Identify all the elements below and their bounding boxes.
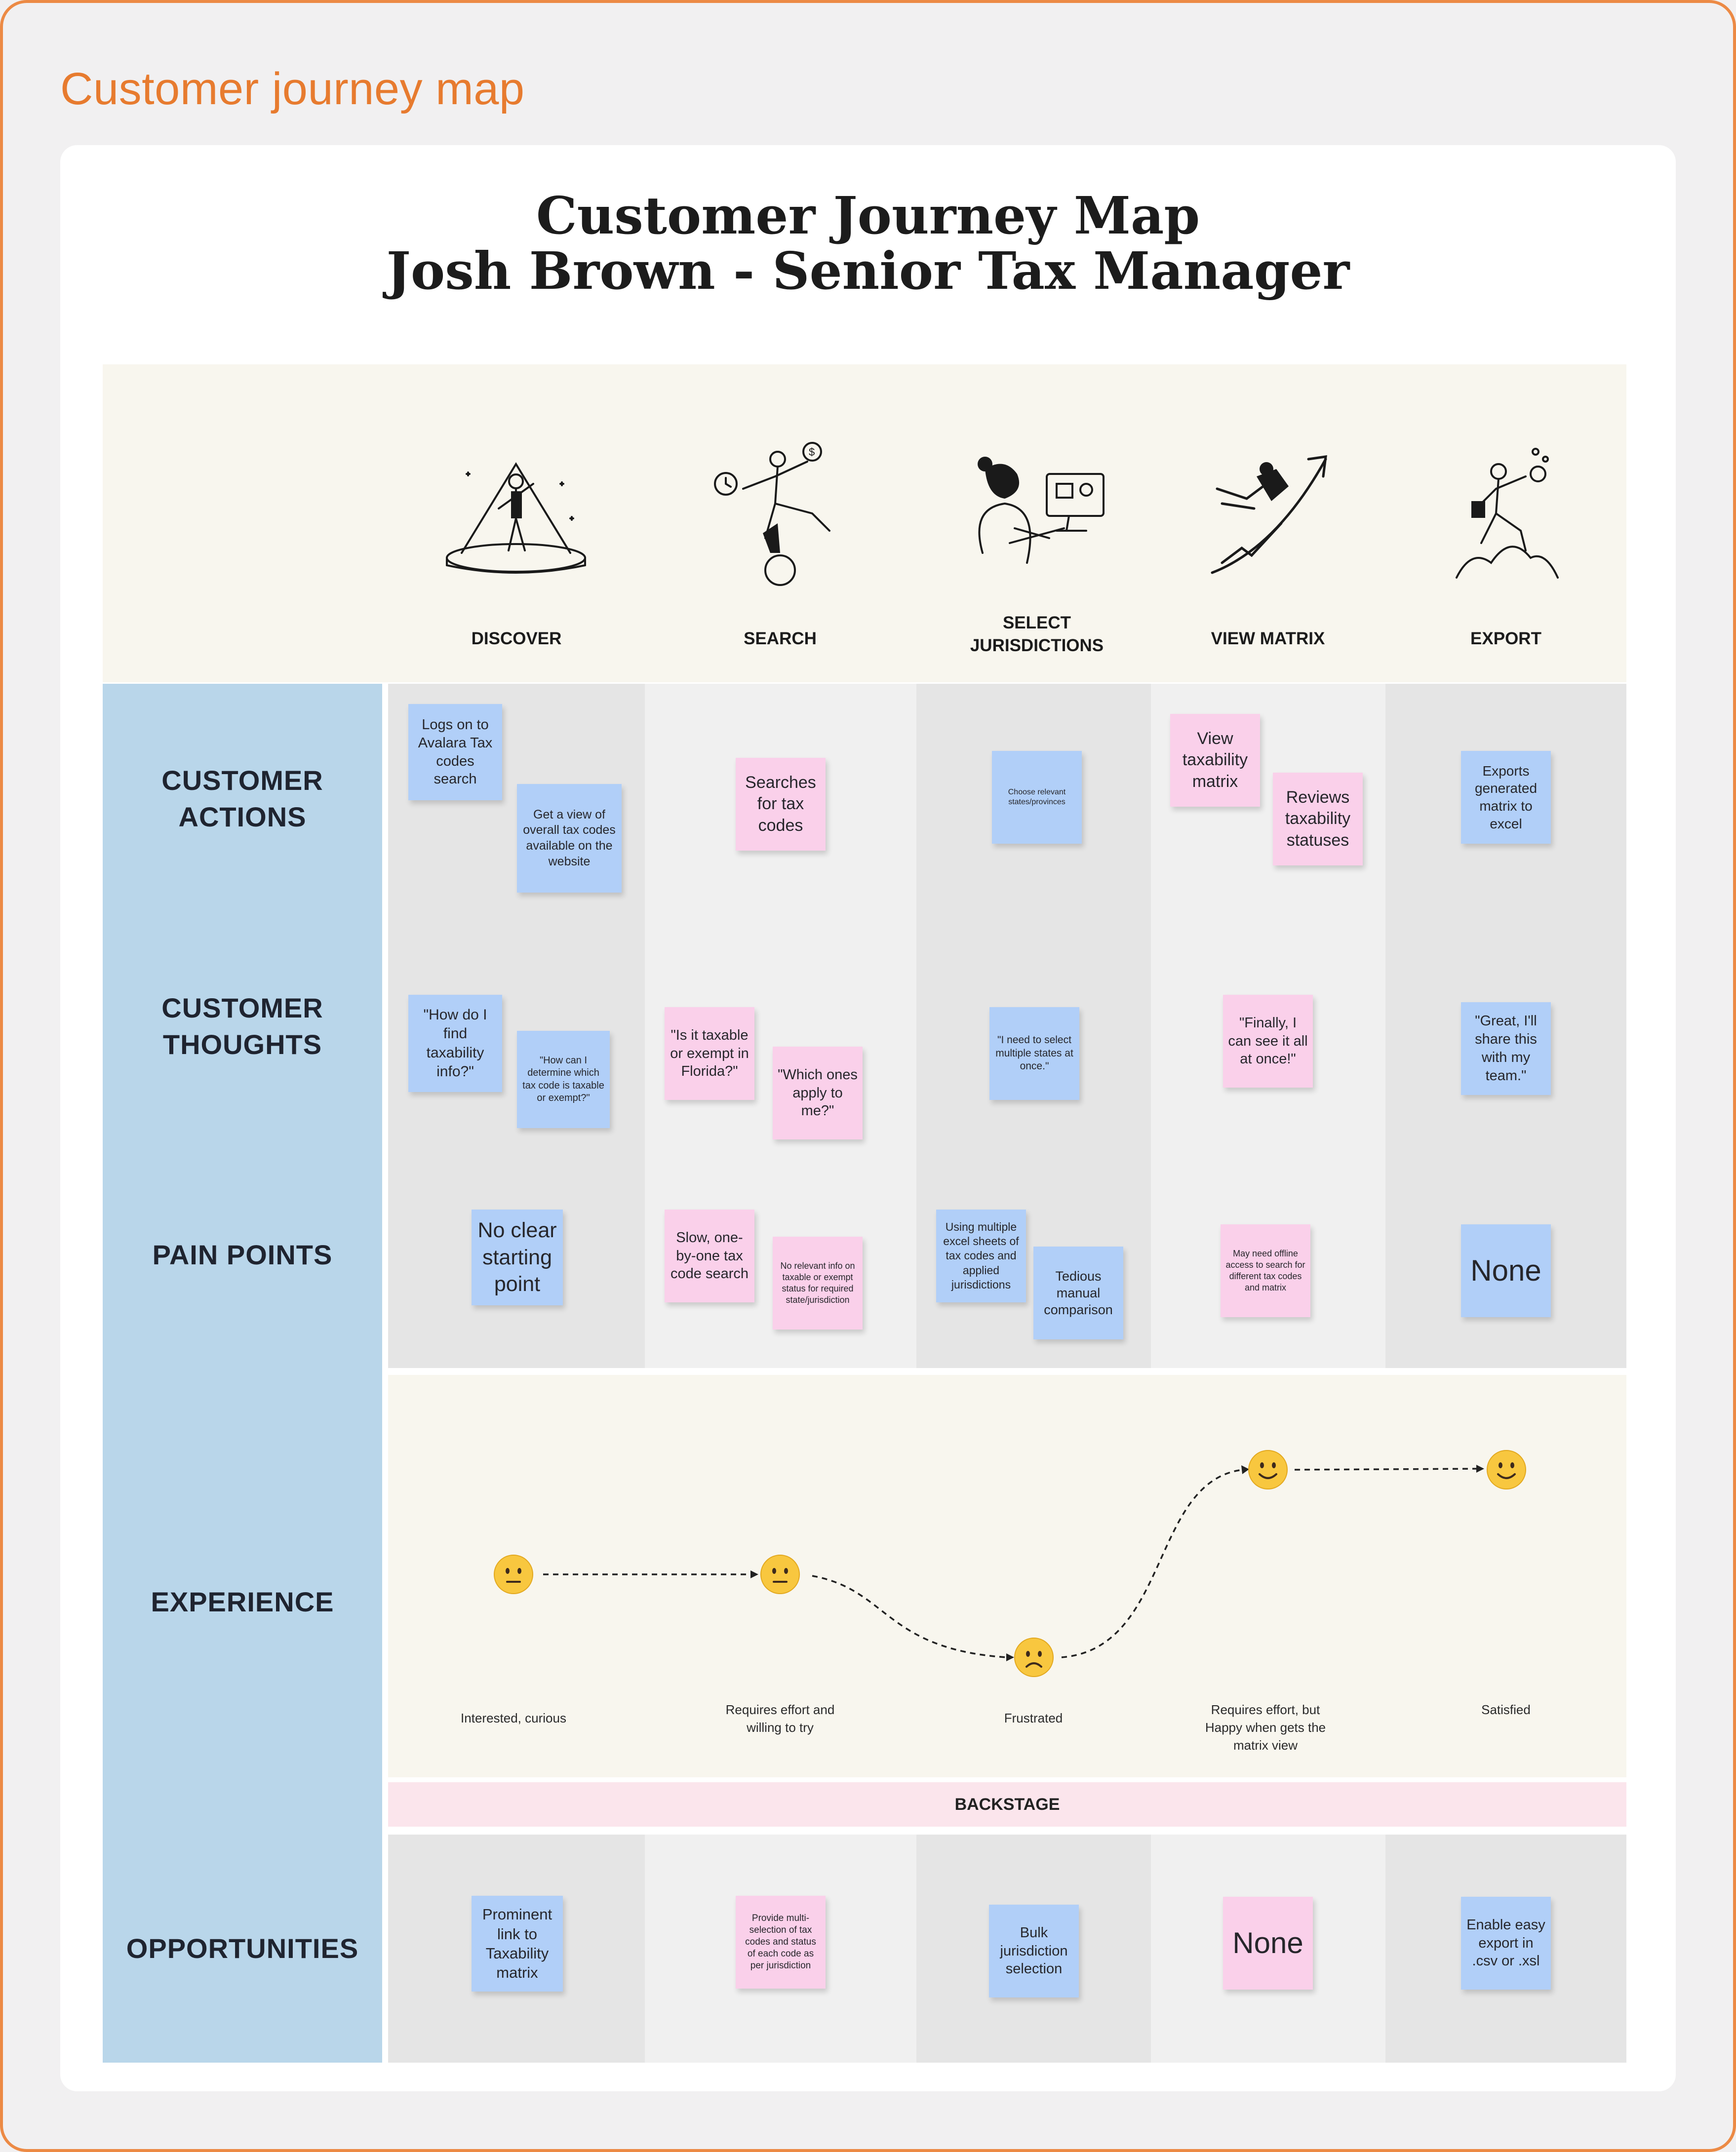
sticky-note: Enable easy export in .csv or .xsl: [1461, 1897, 1551, 1990]
svg-text:$: $: [809, 446, 815, 458]
stage-label-select: SELECT: [1002, 613, 1071, 632]
experience-label: Requires effort, but Happy when gets the…: [1205, 1702, 1326, 1753]
sticky-note: Choose relevant states/provinces: [992, 751, 1082, 844]
stage-header-band: [103, 364, 1626, 682]
experience-band: [388, 1375, 1626, 1777]
sticky-note: Bulk jurisdiction selection: [989, 1905, 1079, 1997]
sticky-note: No clear starting point: [472, 1210, 563, 1305]
sticky-note: "Great, I'll share this with my team.": [1461, 1002, 1551, 1095]
sticky-note: Exports generated matrix to excel: [1461, 751, 1551, 844]
person-flying-arrow-illustration: [1211, 455, 1327, 574]
map-title: Customer Journey Map: [536, 185, 1200, 246]
row-label-customer-thoughts: CUSTOMER THOUGHTS: [103, 990, 382, 1063]
sticky-note: "How can I determine which tax code is t…: [517, 1031, 610, 1128]
sticky-note: Provide multi-selection of tax codes and…: [736, 1896, 826, 1989]
sticky-note: None: [1461, 1224, 1551, 1317]
sticky-note: Using multiple excel sheets of tax codes…: [936, 1210, 1026, 1302]
person-balancing-clock-coin-illustration: $: [714, 442, 830, 586]
sticky-note: "Finally, I can see it all at once!": [1223, 995, 1313, 1088]
sticky-note: No relevant info on taxable or exempt st…: [773, 1237, 863, 1330]
stage-label-view-matrix: VIEW MATRIX: [1211, 629, 1325, 648]
sticky-note: Slow, one-by-one tax code search: [665, 1210, 754, 1302]
row-label-column: [103, 684, 382, 2063]
person-climbing-mountain-illustration: [1456, 448, 1559, 579]
row-label-customer-actions: CUSTOMER ACTIONS: [103, 762, 382, 835]
sticky-note: May need offline access to search for di…: [1221, 1224, 1310, 1317]
row-label-actions-line2: ACTIONS: [178, 801, 307, 832]
backstage-band: [388, 1782, 1626, 1827]
map-subtitle: Josh Brown - Senior Tax Manager: [386, 240, 1350, 301]
sticky-note: "Is it taxable or exempt in Florida?": [665, 1007, 754, 1100]
person-at-computer-illustration: [978, 457, 1105, 564]
stage-label-search: SEARCH: [744, 629, 817, 648]
row-label-pain-points: PAIN POINTS: [152, 1239, 333, 1270]
person-spotlight-illustration: [446, 462, 586, 574]
smiling-face-icon: [1248, 1450, 1288, 1489]
sticky-note: "Which ones apply to me?": [773, 1047, 863, 1139]
sticky-note: Searches for tax codes: [736, 758, 826, 851]
stage-label-export: EXPORT: [1470, 629, 1541, 648]
sticky-note: Reviews taxability statuses: [1273, 773, 1363, 865]
neutral-face-icon: [760, 1555, 800, 1594]
sticky-note: View taxability matrix: [1170, 714, 1260, 807]
row-label-experience: EXPERIENCE: [151, 1586, 334, 1617]
sticky-note: Get a view of overall tax codes availabl…: [517, 784, 622, 893]
row-label-thoughts-line2: THOUGHTS: [162, 1029, 322, 1060]
stage-label-discover: DISCOVER: [471, 629, 562, 648]
experience-label: Interested, curious: [461, 1711, 566, 1725]
sticky-note: "I need to select multiple states at onc…: [989, 1007, 1079, 1100]
frowning-face-icon: [1014, 1638, 1054, 1677]
sticky-note: Logs on to Avalara Tax codes search: [408, 704, 502, 800]
sticky-note: "How do I find taxability info?": [408, 995, 502, 1092]
sticky-note: Prominent link to Taxability matrix: [472, 1896, 563, 1992]
neutral-face-icon: [494, 1555, 533, 1594]
backstage-label: BACKSTAGE: [954, 1795, 1060, 1814]
experience-label: Frustrated: [1004, 1711, 1063, 1725]
experience-label: Satisfied: [1481, 1702, 1531, 1717]
sticky-note: None: [1223, 1897, 1313, 1990]
stage-label-select-line2: JURISDICTIONS: [970, 636, 1104, 655]
sticky-note: Tedious manual comparison: [1033, 1247, 1123, 1339]
smiling-face-icon: [1487, 1450, 1526, 1489]
row-label-thoughts-line1: CUSTOMER: [161, 992, 323, 1023]
row-label-opportunities: OPPORTUNITIES: [126, 1933, 359, 1964]
experience-label: Requires effort and willing to try: [725, 1702, 835, 1735]
page-label: Customer journey map: [60, 64, 525, 114]
row-label-actions-line1: CUSTOMER: [161, 765, 323, 796]
